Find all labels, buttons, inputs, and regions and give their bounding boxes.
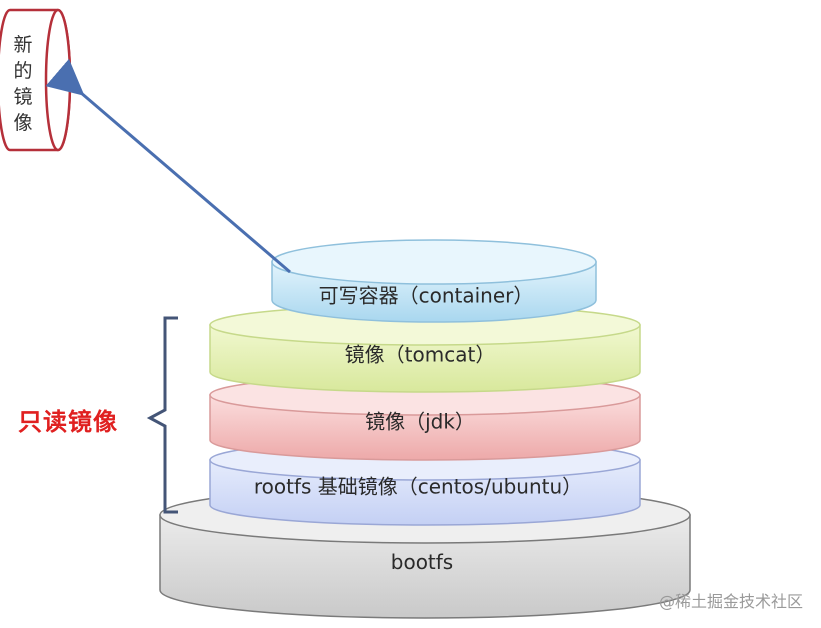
new-image-cylinder xyxy=(0,8,72,152)
readonly-images-label: 只读镜像 xyxy=(18,408,118,436)
new-image-char: 像 xyxy=(13,112,33,134)
readonly-bracket xyxy=(146,316,178,514)
jdk-layer-label: 镜像（jdk） xyxy=(365,409,475,434)
commit-arrow xyxy=(45,58,291,274)
new-image-char: 的 xyxy=(13,60,33,82)
bootfs-layer-label: bootfs xyxy=(390,550,454,574)
new-image-char: 镜 xyxy=(13,86,33,108)
rootfs-layer-label: rootfs 基础镜像（centos/ubuntu） xyxy=(253,474,583,499)
new-image-char: 新 xyxy=(13,34,33,56)
watermark: @稀土掘金技术社区 xyxy=(658,592,803,611)
new-image-label: 新 的 镜 像 xyxy=(12,32,34,136)
tomcat-layer-label: 镜像（tomcat） xyxy=(344,342,496,367)
container-layer-label: 可写容器（container） xyxy=(318,283,534,308)
container-layer xyxy=(271,239,597,323)
